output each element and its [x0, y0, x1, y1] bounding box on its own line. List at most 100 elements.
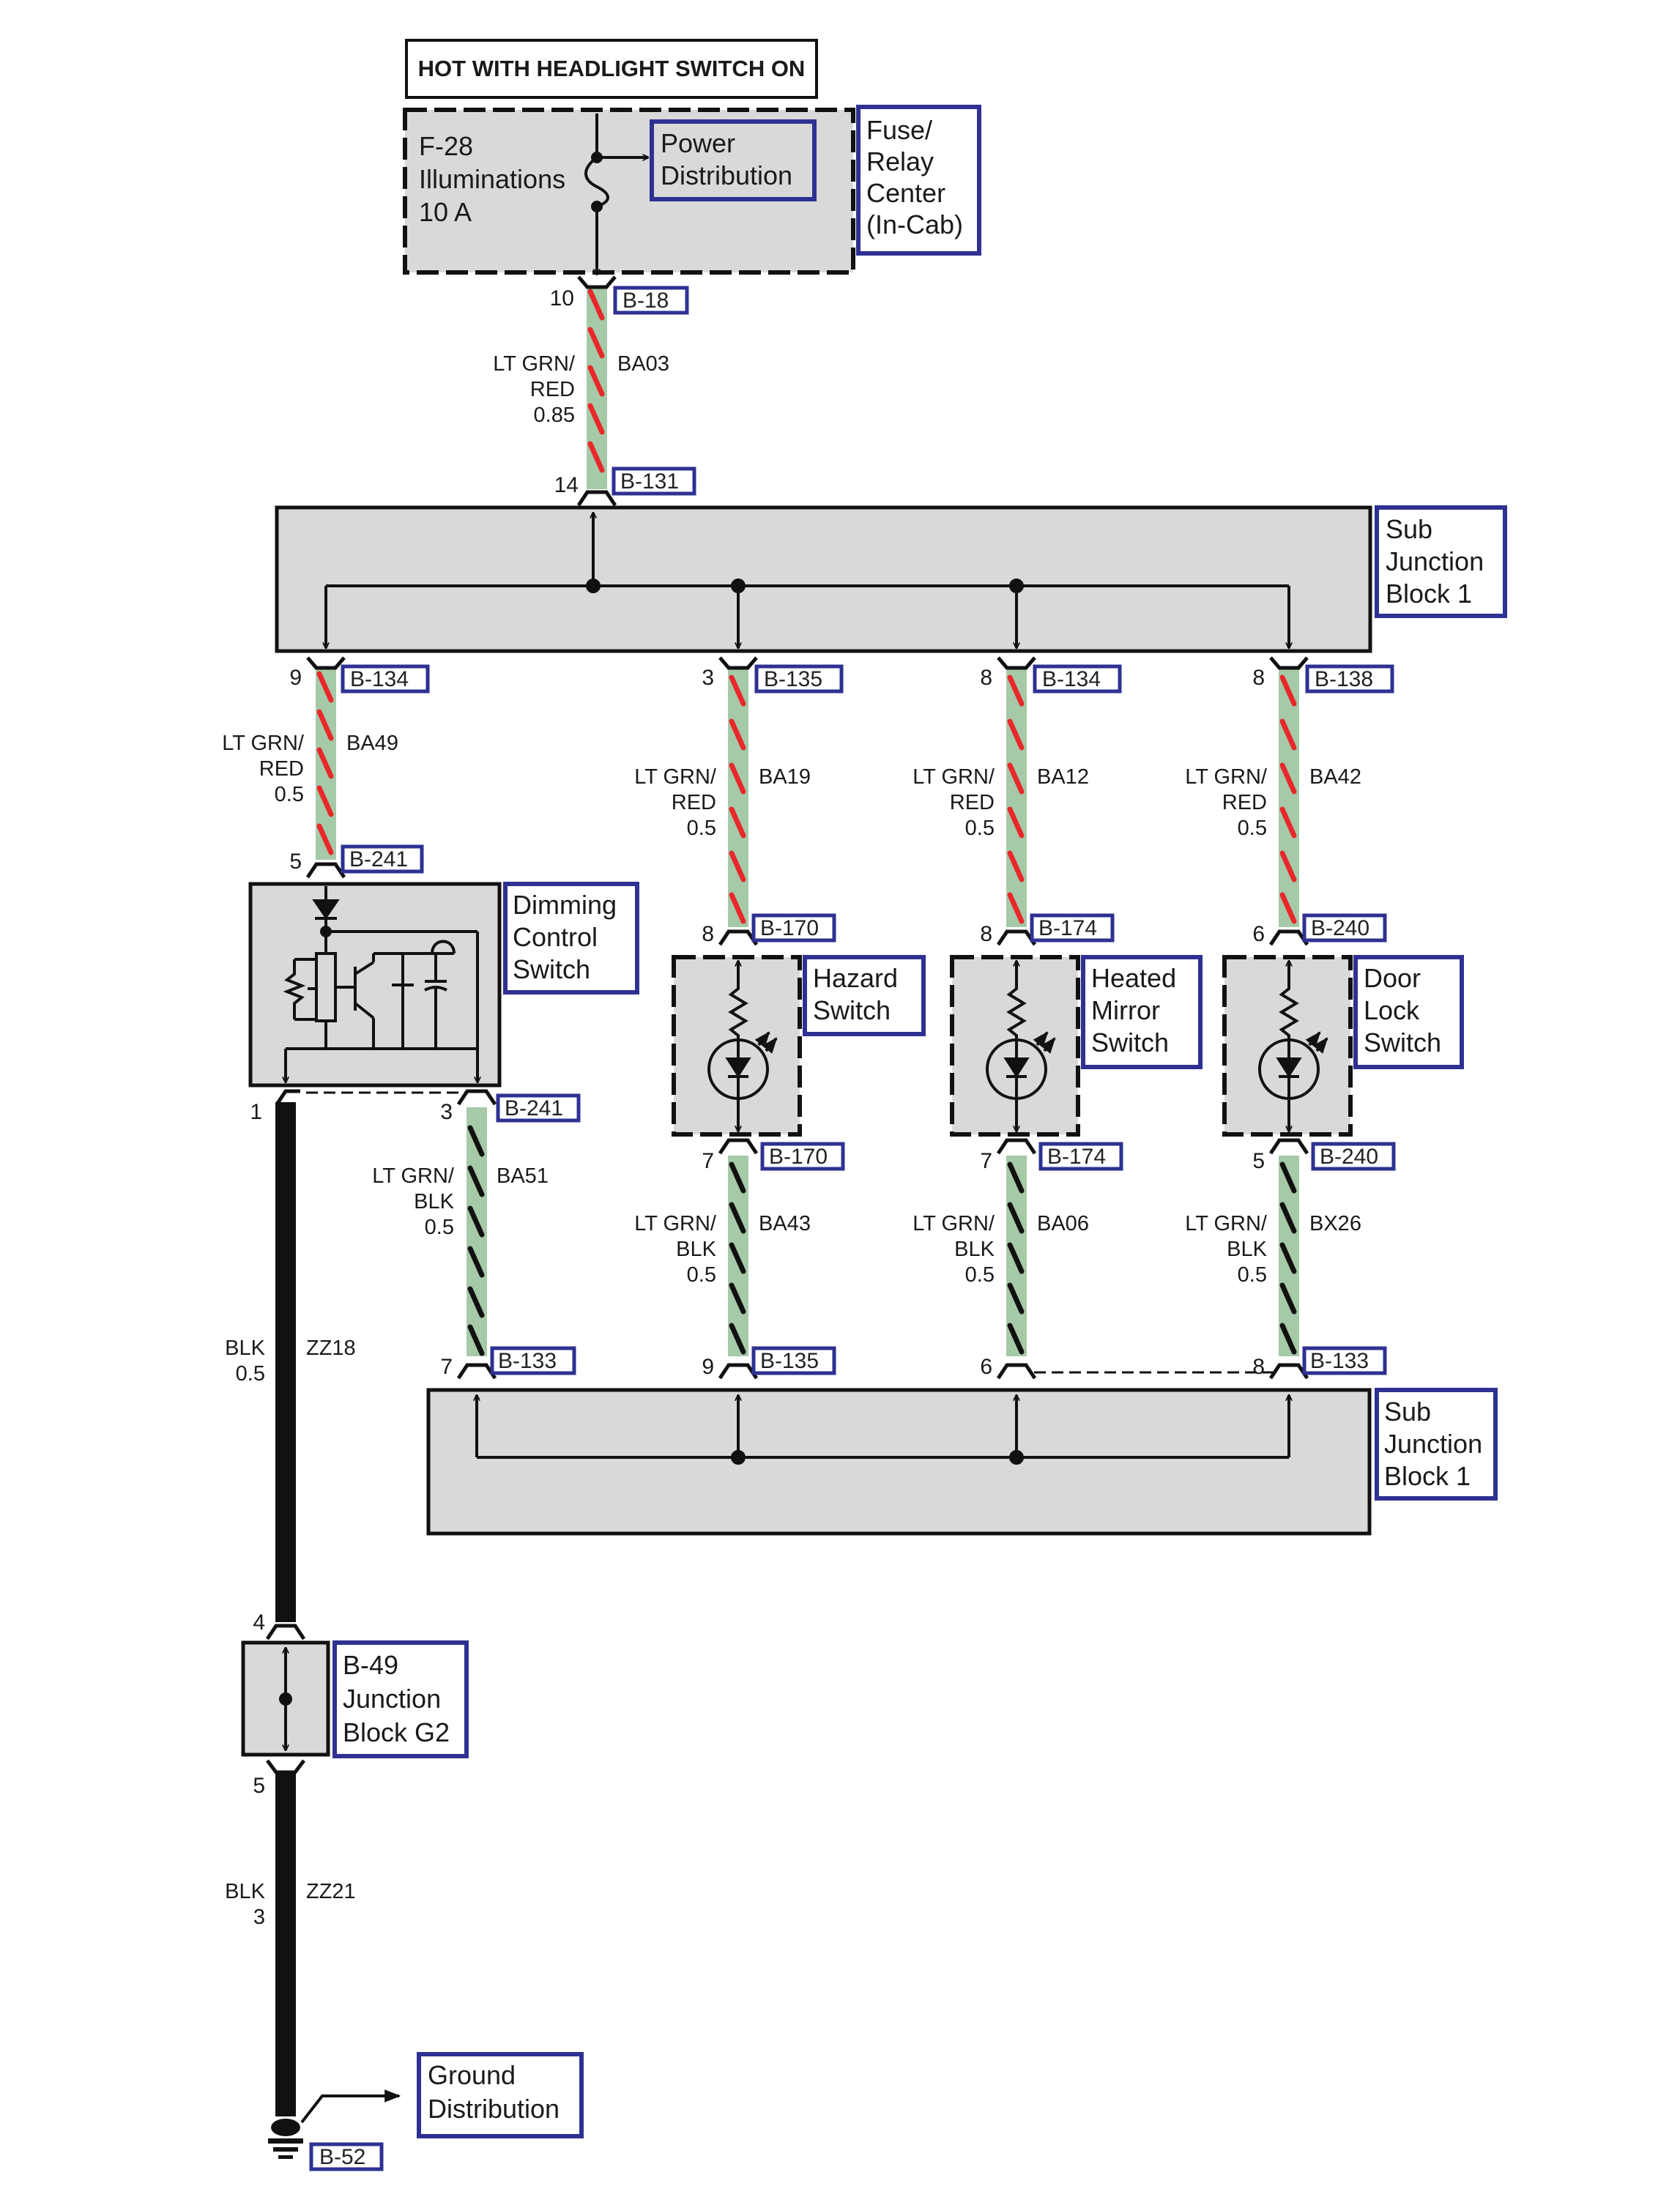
ground-link-label-2: Distribution: [428, 2094, 560, 2124]
bx26-color-2: BLK: [1227, 1238, 1267, 1261]
jb-g2-bottom-pin-symbol: [266, 1759, 305, 1774]
hazard-label-2: Switch: [813, 995, 891, 1025]
power-distribution-link[interactable]: [650, 119, 817, 201]
wire-ba12: [1006, 668, 1027, 927]
dimming-label-3: Switch: [513, 954, 590, 984]
door-lock-label-1: Door: [1364, 963, 1421, 993]
connector-b174-out[interactable]: [1038, 1142, 1123, 1171]
ba43-color-1: LT GRN/: [634, 1212, 717, 1235]
connector-b52[interactable]: [309, 2142, 384, 2171]
zz18-circuit: ZZ18: [306, 1337, 356, 1360]
branch1-sjb-pin: 7: [440, 1355, 453, 1379]
fuse-symbol: [584, 114, 648, 275]
connector-b240-in[interactable]: [1302, 913, 1387, 943]
ba42-size: 0.5: [1238, 817, 1267, 840]
ba49-circuit: BA49: [346, 732, 398, 755]
connector-b133-b-symbol: [1268, 1363, 1309, 1380]
branch4-top-pin: 8: [1252, 666, 1265, 690]
header-box: [405, 39, 818, 99]
pin1-connector-symbol: [275, 1089, 300, 1106]
wire-ba03: [587, 287, 607, 489]
zz18-color: BLK: [225, 1337, 265, 1360]
connector-b134-a[interactable]: [341, 664, 430, 694]
pin-10: 10: [550, 286, 574, 311]
branch3-out-pin: 7: [980, 1149, 992, 1173]
ba19-size: 0.5: [687, 817, 716, 840]
center-label-4: (In-Cab): [866, 209, 963, 239]
ba06-color-1: LT GRN/: [913, 1212, 995, 1235]
branch2-bottom-pin: 8: [702, 922, 714, 946]
ba51-size: 0.5: [425, 1216, 454, 1239]
sjb-bottom-label-1: Sub: [1384, 1397, 1431, 1427]
door-lock-label-2: Lock: [1364, 995, 1420, 1025]
connector-b133-a-symbol: [456, 1363, 497, 1380]
jb-g2-bus: [279, 1648, 292, 1750]
connector-b135-b[interactable]: [751, 1346, 836, 1375]
ba49-size: 0.5: [275, 783, 304, 806]
connector-b131[interactable]: [612, 466, 696, 496]
branch4-out-conn: B-240: [1320, 1145, 1378, 1169]
connector-b170-in[interactable]: [751, 913, 836, 943]
connector-b240-in-symbol: [1268, 929, 1309, 946]
connector-b134-b[interactable]: [1033, 664, 1122, 694]
ba06-circuit: BA06: [1037, 1212, 1089, 1235]
sjb-top-bus: [326, 513, 1289, 648]
connector-b240-out-symbol: [1268, 1138, 1309, 1155]
ba51-color-1: LT GRN/: [372, 1164, 455, 1188]
sjb-top-label-3: Block 1: [1386, 579, 1472, 609]
jb-g2-label-1: B-49: [343, 1650, 398, 1680]
heated-mirror-label-1: Heated: [1091, 963, 1176, 993]
branch1-top-conn: B-134: [350, 667, 409, 691]
ba03-size: 0.85: [534, 404, 575, 427]
branch3-out-conn: B-174: [1047, 1145, 1106, 1169]
bx26-circuit: BX26: [1309, 1212, 1361, 1235]
fuse-line-1: F-28: [419, 131, 473, 161]
ground-link-arrow: [300, 2089, 401, 2124]
connector-b170-in-symbol: [718, 929, 759, 946]
connector-b241-in[interactable]: [341, 844, 424, 874]
ba42-color-2: RED: [1222, 791, 1267, 814]
branch3-top-conn: B-134: [1042, 667, 1101, 691]
branch2-out-pin: 7: [702, 1149, 714, 1173]
bx26-color-1: LT GRN/: [1185, 1212, 1268, 1235]
connector-b174-in[interactable]: [1030, 913, 1115, 943]
ba49-color-2: RED: [259, 757, 304, 781]
sub-junction-block-top: [275, 505, 1372, 653]
zz21-circuit: ZZ21: [306, 1880, 356, 1903]
ground-distribution-link[interactable]: [417, 2052, 584, 2138]
connector-b133-a[interactable]: [490, 1346, 576, 1375]
connector-b18[interactable]: [613, 286, 689, 315]
center-label-2: Relay: [866, 146, 934, 176]
heated-mirror-label-3: Switch: [1091, 1027, 1169, 1057]
connector-b240-out[interactable]: [1311, 1142, 1396, 1171]
connector-b170-out-symbol: [718, 1138, 759, 1155]
ba19-circuit: BA19: [759, 765, 811, 789]
wire-ba19: [728, 668, 748, 927]
heated-mirror-label-2: Mirror: [1091, 995, 1160, 1025]
connector-b134-b-symbol: [997, 656, 1036, 670]
jb-g2-label-box: [332, 1640, 469, 1758]
ba03-color-2: RED: [530, 378, 575, 401]
connector-b135-a[interactable]: [754, 664, 844, 694]
zz18-size: 0.5: [236, 1362, 265, 1386]
door-lock-label-box: [1353, 955, 1464, 1069]
sjb-pin6-connector-symbol: [996, 1363, 1037, 1380]
connector-b241-out[interactable]: [496, 1093, 581, 1123]
connector-b174-in-symbol: [996, 929, 1037, 946]
dimming-switch-label-box: [503, 882, 639, 995]
branch4-top-conn: B-138: [1315, 667, 1373, 691]
ba42-color-1: LT GRN/: [1185, 765, 1268, 789]
pin-14: 14: [554, 473, 579, 497]
ground-icon: [268, 2119, 303, 2159]
branch1-bottom-conn: B-241: [349, 847, 408, 871]
connector-b131-label: B-131: [620, 469, 679, 494]
power-distribution-label-2: Distribution: [661, 160, 792, 190]
connector-b170-out[interactable]: [760, 1142, 845, 1171]
branch2-top-pin: 3: [702, 666, 714, 690]
branch1-sjb-conn: B-133: [498, 1349, 557, 1373]
connector-b138[interactable]: [1305, 664, 1394, 694]
branch3-sjb-pin: 6: [980, 1355, 992, 1379]
ba51-circuit: BA51: [497, 1164, 549, 1188]
connector-b131-symbol: [576, 490, 617, 507]
connector-b133-b[interactable]: [1302, 1346, 1387, 1375]
